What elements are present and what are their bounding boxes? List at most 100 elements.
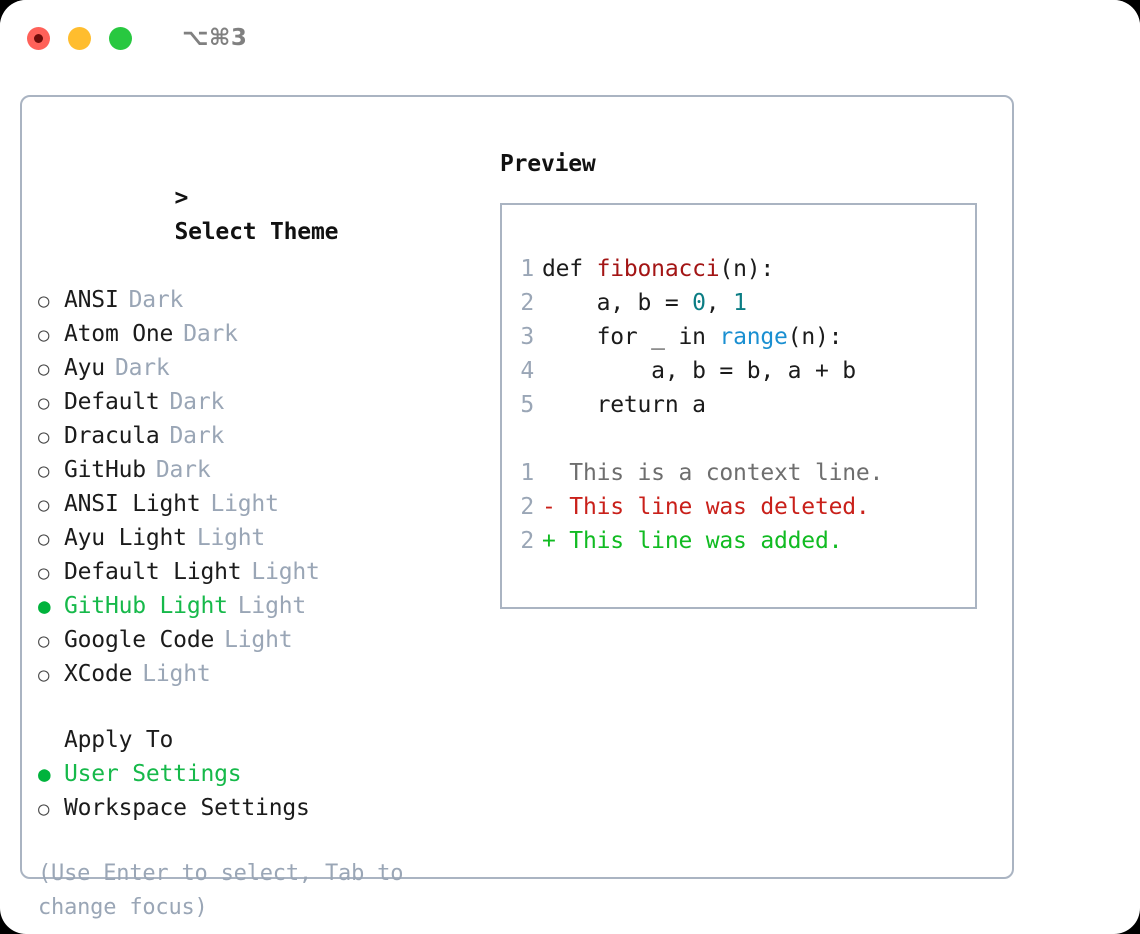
theme-option-ansi-light[interactable]: ○ ANSI Light Light [38, 487, 498, 521]
minimize-button[interactable] [68, 26, 91, 50]
radio-unselected-icon: ○ [38, 290, 50, 312]
code-token-plain: return a [542, 392, 706, 418]
maximize-button[interactable] [109, 26, 132, 50]
theme-option-label: Ayu [64, 355, 105, 381]
theme-option-variant: Dark [114, 355, 170, 381]
title-bar: ⌥⌘3 [0, 0, 1140, 76]
theme-option-variant: Dark [169, 389, 225, 415]
theme-option-variant: Light [142, 661, 211, 687]
theme-option-variant: Dark [128, 287, 184, 313]
radio-selected-icon: ● [38, 594, 51, 618]
code-content: a, b = b, a + b [542, 354, 856, 388]
radio-unselected-icon: ○ [38, 798, 50, 820]
theme-option-ansi[interactable]: ○ ANSI Dark [38, 283, 498, 317]
keyboard-hint: (Use Enter to select, Tab to change focu… [38, 861, 404, 920]
section-spacer [38, 691, 498, 723]
theme-option-variant: Light [224, 627, 293, 653]
caret-icon: > [174, 185, 189, 211]
theme-option-dracula[interactable]: ○ Dracula Dark [38, 419, 498, 453]
code-content: def fibonacci(n): [542, 252, 774, 286]
code-token-plain: a, b = b, a + b [542, 358, 856, 384]
theme-option-variant: Light [196, 525, 266, 551]
radio-unselected-icon: ○ [38, 358, 50, 380]
code-token-plain: , [705, 290, 734, 316]
radio-unselected-icon: ○ [38, 494, 50, 516]
radio-unselected-icon: ○ [38, 324, 50, 346]
theme-option-variant: Light [237, 593, 307, 619]
code-content: a, b = 0, 1 [542, 286, 747, 320]
line-number: 2 [520, 290, 534, 316]
radio-unselected-icon: ○ [38, 460, 50, 482]
theme-option-variant: Light [210, 491, 279, 517]
preview-title: Preview [500, 151, 596, 177]
theme-option-variant: Dark [169, 423, 225, 449]
select-theme-label: Select Theme [174, 219, 339, 245]
line-number: 3 [520, 324, 534, 350]
diff-line-add: 2 + This line was added. [502, 524, 975, 558]
code-token-call: range [719, 324, 788, 350]
theme-option-label: Dracula [64, 423, 160, 449]
code-line: 3 for _ in range(n): [502, 320, 975, 354]
line-number: 5 [520, 392, 534, 418]
theme-option-label: XCode [64, 661, 133, 687]
theme-option-label: GitHub Light [64, 593, 228, 619]
radio-selected-icon: ● [38, 762, 51, 786]
apply-to-list: ●User Settings ○ Workspace Settings [38, 757, 498, 825]
line-number: 1 [520, 460, 534, 486]
line-number: 2 [520, 494, 534, 520]
line-number: 1 [520, 256, 534, 282]
apply-to-option-workspace-settings[interactable]: ○ Workspace Settings [38, 791, 498, 825]
theme-option-label: Google Code [64, 627, 215, 653]
radio-unselected-icon: ○ [38, 426, 50, 448]
line-number: 2 [520, 528, 534, 554]
code-line: 5 return a [502, 388, 975, 422]
code-token-num: 0 [692, 290, 706, 316]
code-blank-line [502, 422, 975, 456]
code-token-plain: (n): [719, 256, 775, 282]
theme-option-github-light[interactable]: ● GitHub Light Light [38, 589, 498, 623]
code-token-plain: def [542, 256, 597, 282]
radio-unselected-icon: ○ [38, 630, 50, 652]
close-button[interactable] [27, 26, 50, 50]
diff-line-ctx: 1 This is a context line. [502, 456, 975, 490]
theme-option-google-code[interactable]: ○ Google Code Light [38, 623, 498, 657]
diff-content: This is a context line. [542, 460, 884, 486]
code-token-num: 1 [733, 290, 747, 316]
theme-option-ayu[interactable]: ○ Ayu Dark [38, 351, 498, 385]
apply-to-heading: Apply To [64, 727, 174, 753]
select-theme-heading: > Select Theme [38, 147, 498, 283]
code-content: return a [542, 388, 706, 422]
theme-option-variant: Dark [155, 457, 211, 483]
apply-to-option-user-settings[interactable]: ●User Settings [38, 757, 498, 791]
code-line: 4 a, b = b, a + b [502, 354, 975, 388]
shortcut-label: ⌥⌘3 [182, 25, 248, 51]
theme-option-label: ANSI Light [64, 491, 201, 517]
radio-unselected-icon: ○ [38, 562, 50, 584]
code-line: 2 a, b = 0, 1 [502, 286, 975, 320]
apply-to-option-label: Workspace Settings [64, 795, 310, 821]
radio-unselected-icon: ○ [38, 392, 50, 414]
theme-option-label: Default Light [64, 559, 242, 585]
window-controls [27, 26, 132, 50]
code-line: 1 def fibonacci(n): [502, 252, 975, 286]
code-token-fn: fibonacci [596, 256, 720, 282]
diff-sample: 1 This is a context line.2- This line wa… [502, 456, 975, 558]
diff-line-del: 2- This line was deleted. [502, 490, 975, 524]
diff-content: + This line was added. [542, 528, 843, 554]
theme-option-variant: Dark [183, 321, 238, 347]
theme-option-label: ANSI [64, 287, 119, 313]
code-token-plain: (n): [787, 324, 843, 350]
